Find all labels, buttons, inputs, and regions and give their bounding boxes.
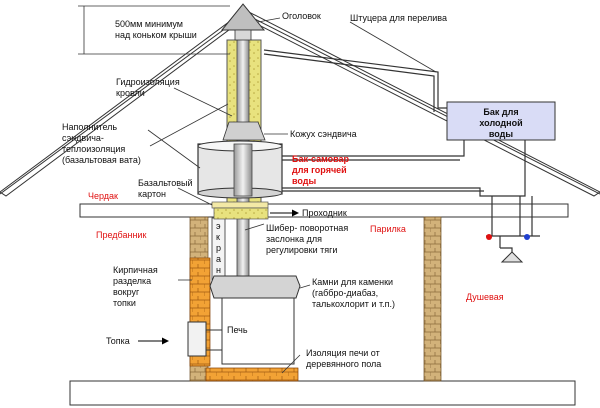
valve-blue[interactable] bbox=[524, 234, 530, 240]
label-stove: Печь bbox=[227, 325, 248, 335]
label-brick: Кирпичная разделка вокруг топки bbox=[113, 265, 158, 308]
label-basalt-1: Базальтовый bbox=[138, 178, 192, 188]
label-steam-room: Парилка bbox=[370, 224, 406, 234]
floor-slab bbox=[69, 380, 576, 406]
label-cap: Оголовок bbox=[282, 11, 321, 21]
label-fittings: Штуцера для перелива bbox=[350, 13, 447, 23]
label-damper-3: регулировки тяги bbox=[266, 245, 337, 255]
label-brick-2: разделка bbox=[113, 276, 151, 286]
label-anteroom: Предбанник bbox=[96, 230, 146, 240]
valve-red[interactable] bbox=[486, 234, 492, 240]
label-basalt: Базальтовый картон bbox=[138, 178, 192, 199]
label-cold-tank: Бак для холодной воды bbox=[479, 107, 522, 139]
label-stones-3: талькохлорит и т.п.) bbox=[312, 299, 395, 309]
label-cold-tank-1: Бак для bbox=[483, 107, 518, 117]
label-waterproof-2: кровли bbox=[116, 88, 145, 98]
label-insulation-3: теплоизоляция bbox=[62, 144, 125, 154]
label-screen-4: а bbox=[216, 254, 221, 264]
label-screen-2: к bbox=[216, 232, 220, 242]
label-firebox: Топка bbox=[106, 336, 130, 346]
label-floor-iso-1: Изоляция печи от bbox=[306, 348, 380, 358]
passage-unit bbox=[213, 207, 269, 220]
label-hot-tank: Бак-самовар для горячей воды bbox=[292, 154, 350, 186]
label-screen: э к р а н bbox=[216, 221, 221, 275]
label-brick-4: топки bbox=[113, 298, 136, 308]
stove bbox=[187, 275, 301, 365]
label-basalt-2: картон bbox=[138, 189, 166, 199]
label-damper-2: заслонка для bbox=[266, 234, 322, 244]
label-shower: Душевая bbox=[466, 292, 504, 302]
label-stones-1: Камни для каменки bbox=[312, 277, 393, 287]
floor-insulation-bricks bbox=[205, 367, 299, 382]
label-screen-1: э bbox=[216, 221, 221, 231]
label-attic: Чердак bbox=[88, 191, 118, 201]
label-floor-iso-2: деревянного пола bbox=[306, 359, 381, 369]
shower-head-icon bbox=[500, 251, 524, 263]
label-damper-1: Шибер- поворотная bbox=[266, 223, 348, 233]
label-brick-3: вокруг bbox=[113, 287, 140, 297]
label-waterproof: Гидроизоляция кровли bbox=[116, 77, 180, 98]
label-floor-iso: Изоляция печи от деревянного пола bbox=[306, 348, 381, 369]
ceiling-beam bbox=[79, 203, 569, 218]
label-waterproof-1: Гидроизоляция bbox=[116, 77, 180, 87]
label-stones-2: (габбро-диабаз, bbox=[312, 288, 378, 298]
label-insulation-2: сэндвича- bbox=[62, 133, 104, 143]
right-brick-wall bbox=[423, 216, 442, 382]
label-cold-tank-3: воды bbox=[489, 129, 514, 139]
label-brick-1: Кирпичная bbox=[113, 265, 158, 275]
hot-water-tank bbox=[197, 140, 283, 199]
label-insulation-1: Наполнитель bbox=[62, 122, 117, 132]
leader-lines bbox=[147, 17, 437, 374]
label-stones: Камни для каменки (габбро-диабаз, талько… bbox=[312, 277, 395, 309]
water-pipes bbox=[263, 49, 540, 256]
label-cold-tank-2: холодной bbox=[479, 118, 522, 128]
cold-water-tank bbox=[446, 101, 556, 141]
roof-collar bbox=[222, 121, 266, 141]
label-damper: Шибер- поворотная заслонка для регулиров… bbox=[266, 223, 348, 255]
label-hot-tank-3: воды bbox=[292, 176, 317, 186]
height-dimension bbox=[78, 5, 230, 55]
label-insulation: Наполнитель сэндвича- теплоизоляция (баз… bbox=[62, 122, 141, 165]
basalt-board bbox=[211, 201, 269, 209]
label-hot-tank-1: Бак-самовар bbox=[292, 154, 350, 164]
label-insulation-4: (базальтовая вата) bbox=[62, 155, 141, 165]
label-height-note: 500мм минимум над коньком крыши bbox=[115, 19, 197, 40]
label-passage: Проходник bbox=[302, 208, 347, 218]
label-hot-tank-2: для горячей bbox=[292, 165, 347, 175]
label-screen-3: р bbox=[216, 243, 221, 253]
label-height-line1: 500мм минимум bbox=[115, 19, 183, 29]
label-height-line2: над коньком крыши bbox=[115, 30, 197, 40]
label-casing: Кожух сэндвича bbox=[290, 129, 357, 139]
label-screen-5: н bbox=[216, 265, 221, 275]
